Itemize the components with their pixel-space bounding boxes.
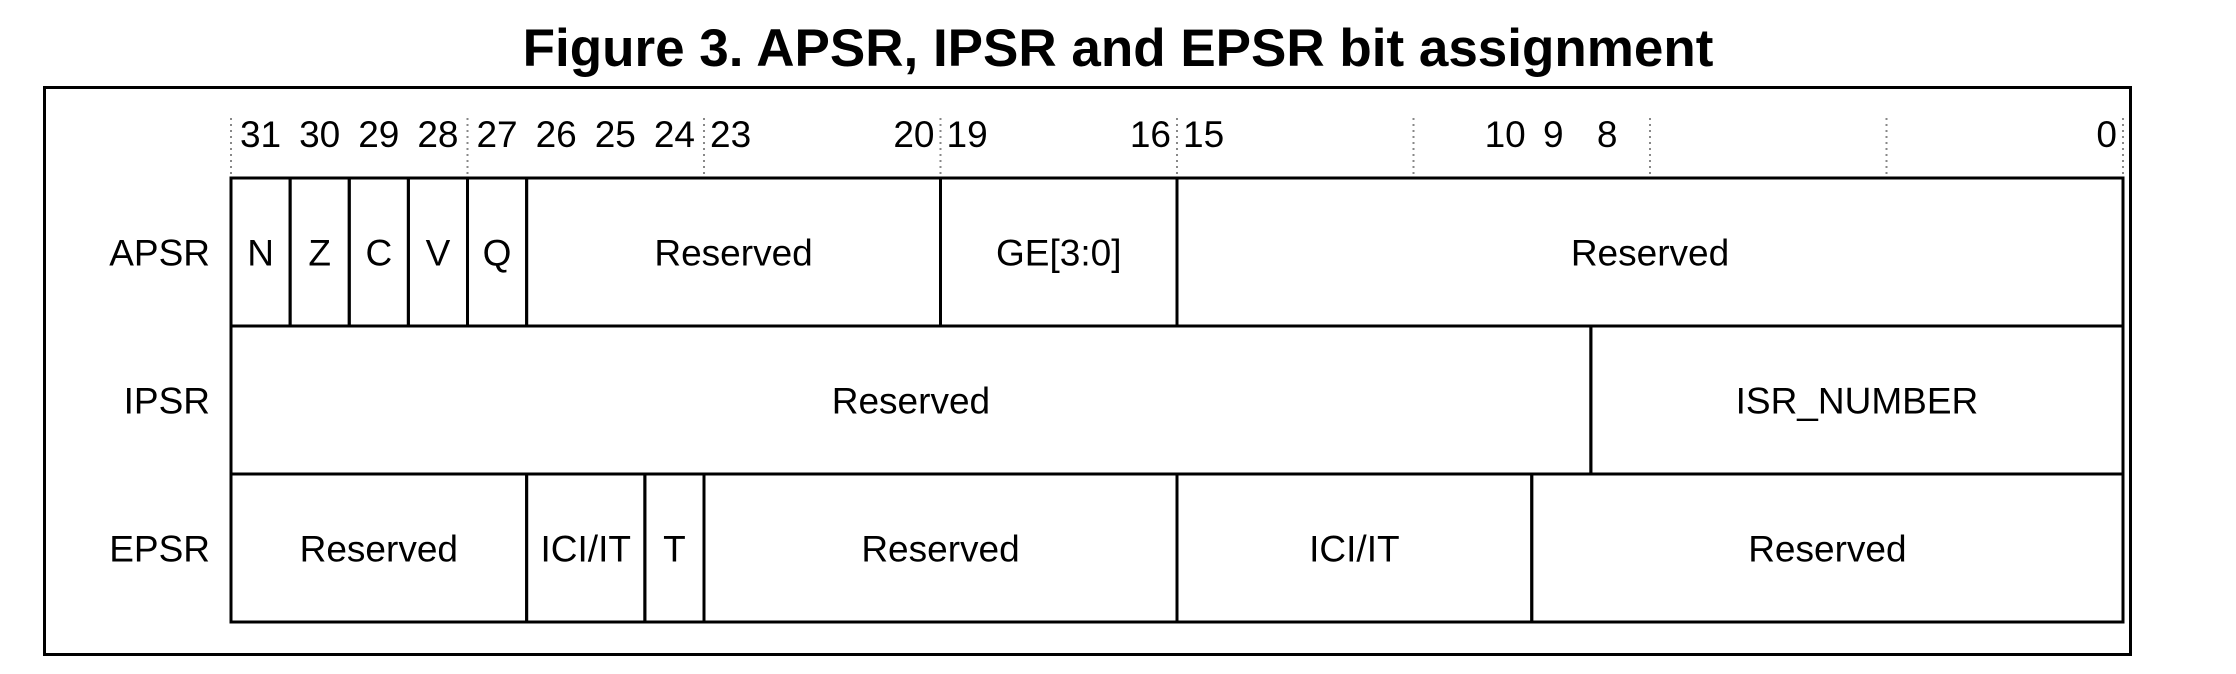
bit-number-label: 31 (240, 114, 281, 155)
bit-number-label: 19 (947, 114, 988, 155)
bit-number-label: 29 (358, 114, 399, 155)
register-field-label: ISR_NUMBER (1736, 380, 1979, 421)
register-name-ipsr: IPSR (124, 380, 210, 421)
register-field-label: Q (483, 232, 512, 273)
bit-number-label: 8 (1597, 114, 1618, 155)
register-field-box (1530, 472, 2125, 624)
bit-number-label: 20 (893, 114, 934, 155)
register-field-label: Reserved (832, 380, 990, 421)
register-field-label: Reserved (1571, 232, 1729, 273)
register-field-label: N (247, 232, 274, 273)
register-name-epsr: EPSR (109, 528, 210, 569)
bit-number-label: 9 (1543, 114, 1564, 155)
register-name-apsr: APSR (109, 232, 210, 273)
register-field-label: C (365, 232, 392, 273)
register-field-label: Reserved (300, 528, 458, 569)
figure-title: Figure 3. APSR, IPSR and EPSR bit assign… (522, 19, 1714, 78)
bit-number-label: 24 (654, 114, 695, 155)
register-field-label: Reserved (861, 528, 1019, 569)
bit-number-label: 15 (1183, 114, 1224, 155)
bit-number-label: 23 (710, 114, 751, 155)
register-field-label: ICI/IT (541, 528, 631, 569)
bit-number-label: 28 (417, 114, 458, 155)
bit-number-label: 25 (595, 114, 636, 155)
bit-number-label: 27 (476, 114, 517, 155)
register-field-label: Reserved (1748, 528, 1906, 569)
register-field-label: Reserved (654, 232, 812, 273)
bit-number-label: 10 (1485, 114, 1526, 155)
bit-number-label: 0 (2096, 114, 2117, 155)
register-field-label: ICI/IT (1309, 528, 1399, 569)
register-field-label: T (663, 528, 686, 569)
figure-frame (43, 86, 2132, 656)
bit-number-label: 30 (299, 114, 340, 155)
bit-number-label: 26 (536, 114, 577, 155)
register-field-label: Z (308, 232, 331, 273)
register-field-label: V (426, 232, 451, 273)
bit-number-label: 16 (1130, 114, 1171, 155)
register-field-label: GE[3:0] (996, 232, 1121, 273)
